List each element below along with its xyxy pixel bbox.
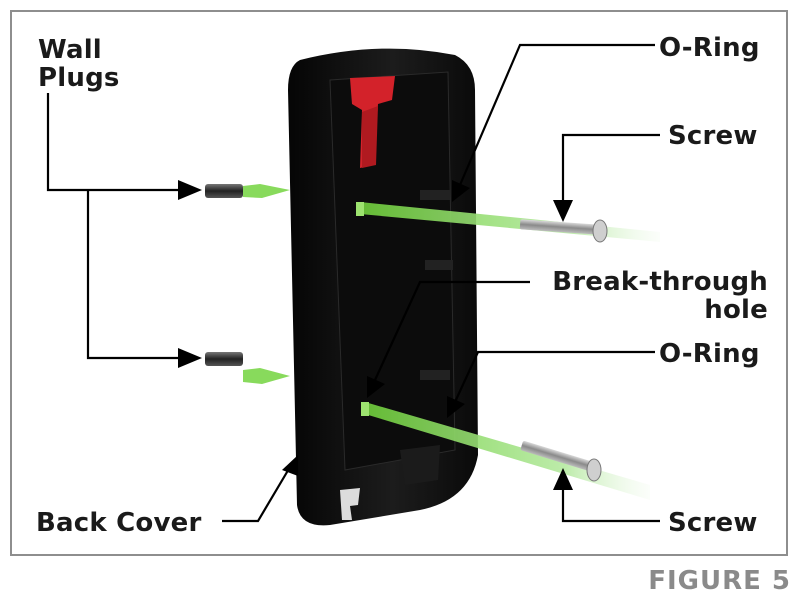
screw-bottom xyxy=(520,441,602,482)
red-latch xyxy=(350,76,395,168)
label-wall-plugs: Wall Plugs xyxy=(38,35,120,93)
label-o-ring-bottom: O-Ring xyxy=(659,339,760,369)
callout-arrowheads xyxy=(178,180,573,490)
label-o-ring-top: O-Ring xyxy=(659,33,760,63)
label-screw-top: Screw xyxy=(668,121,758,151)
label-break-through-line2: hole xyxy=(704,295,768,325)
label-screw-bottom: Screw xyxy=(668,508,758,538)
wall-plug-top xyxy=(205,184,290,198)
o-ring-rod-bottom xyxy=(361,402,650,500)
label-break-through-line1: Break-through xyxy=(552,267,768,297)
callout-lines xyxy=(46,43,660,523)
label-back-cover: Back Cover xyxy=(36,508,202,538)
figure-caption: FIGURE 5 xyxy=(648,566,791,596)
wall-plug-bottom xyxy=(205,352,290,384)
screw-top xyxy=(519,219,608,243)
back-cover-device xyxy=(288,48,478,526)
